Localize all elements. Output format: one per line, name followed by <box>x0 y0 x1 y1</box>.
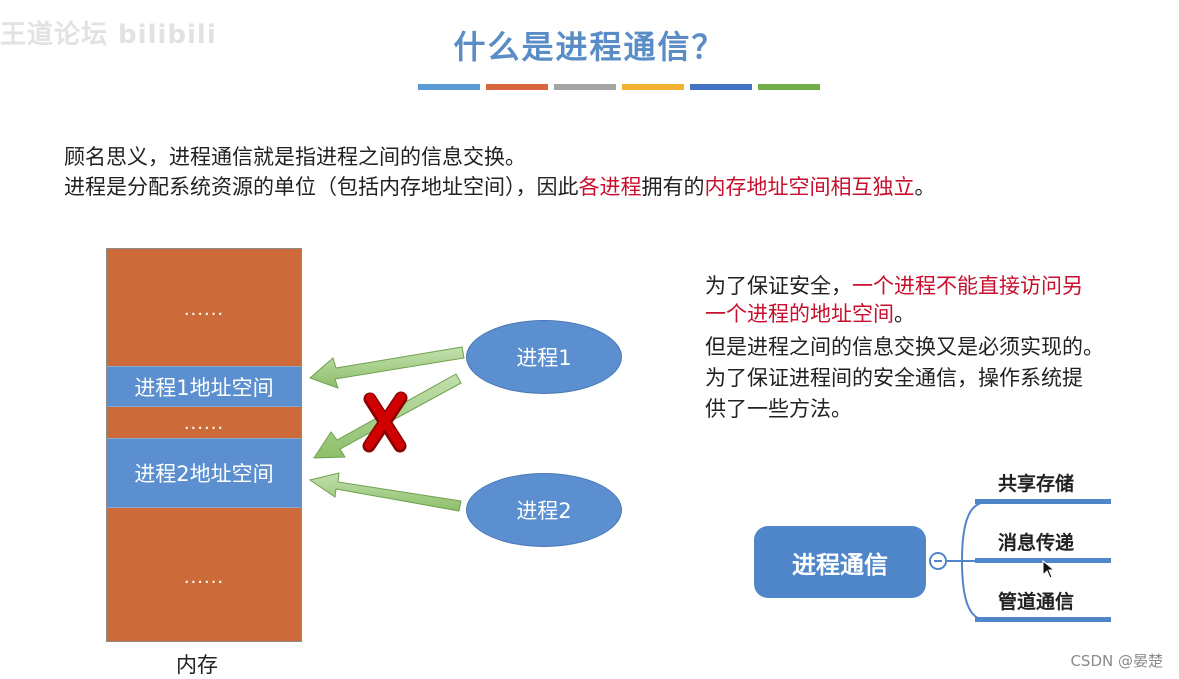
memory-dots-bottom: ...... <box>183 567 225 588</box>
collapse-icon[interactable] <box>929 552 947 570</box>
process1-address-space: 进程1地址空间 <box>107 366 301 407</box>
process2-ellipse: 进程2 <box>466 473 622 547</box>
memory-label: 内存 <box>176 653 218 677</box>
explain-line-2: 一个进程的地址空间。 <box>705 302 915 326</box>
explain-line-5: 供了一些方法。 <box>705 397 852 421</box>
memory-block: ...... 进程1地址空间 ...... 进程2地址空间 ...... <box>106 248 302 642</box>
arrow-process2-to-space2 <box>308 472 462 512</box>
title-bar-1 <box>418 84 480 90</box>
title-bar-5 <box>690 84 752 90</box>
mindmap-root-process-communication[interactable]: 进程通信 <box>754 526 926 598</box>
memory-dots-top: ...... <box>183 299 225 320</box>
memory-dots-middle: ...... <box>183 413 225 434</box>
forbidden-cross-icon <box>362 391 408 453</box>
mouse-cursor-icon <box>1042 560 1056 579</box>
explain-line-3: 但是进程之间的信息交换又是必须实现的。 <box>705 335 1104 359</box>
mindmap-branch-pipe[interactable]: 管道通信 <box>998 591 1075 613</box>
explain-line-4: 为了保证进程间的安全通信，操作系统提 <box>705 366 1083 390</box>
process1-ellipse: 进程1 <box>466 320 622 394</box>
intro-line-2: 进程是分配系统资源的单位（包括内存地址空间），因此各进程拥有的内存地址空间相互独… <box>64 175 936 199</box>
arrow-process1-to-space1 <box>309 346 465 389</box>
mindmap-branch-shared-memory[interactable]: 共享存储 <box>998 473 1075 495</box>
process2-address-space: 进程2地址空间 <box>107 438 301 508</box>
explain-line-1: 为了保证安全，一个进程不能直接访问另 <box>705 274 1083 298</box>
csdn-watermark: CSDN @晏楚 <box>1070 652 1163 670</box>
intro-line-1: 顾名思义，进程通信就是指进程之间的信息交换。 <box>64 145 526 169</box>
title-bar-6 <box>758 84 820 90</box>
title-bar-4 <box>622 84 684 90</box>
title-bar-3 <box>554 84 616 90</box>
mindmap-branch-message-passing[interactable]: 消息传递 <box>998 532 1075 554</box>
bilibili-watermark: 王道论坛 bilibili <box>0 20 217 50</box>
title-bar-2 <box>486 84 548 90</box>
slide-title: 什么是进程通信？ <box>453 28 726 66</box>
